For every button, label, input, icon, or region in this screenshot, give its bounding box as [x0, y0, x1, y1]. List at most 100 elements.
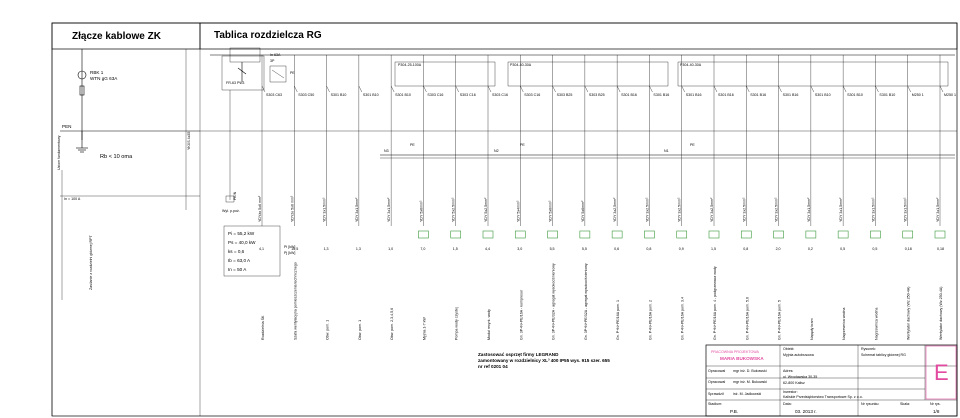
- circuit-desc-3: Obw. pom. 1: [326, 320, 330, 340]
- breaker-symbol-22: [939, 85, 944, 93]
- breaker-symbol-9: [520, 85, 524, 93]
- power-value-2: 16,5: [291, 247, 298, 251]
- circuit-desc-12: Gn. P+N+PE/16A pom. 1: [616, 300, 620, 340]
- breaker-symbol-17: [778, 85, 782, 93]
- power-value-10: 5,5: [550, 247, 555, 251]
- main-switch-rating: 3P: [270, 59, 275, 63]
- phase-indicator-19: [837, 230, 849, 239]
- sheet-letter: E: [934, 360, 949, 385]
- pj-row-label: Pj [kW]: [284, 251, 295, 255]
- breaker-symbol-4: [358, 85, 363, 93]
- circuit-desc-13: Gn. P+N+PE/16A pom. 2: [648, 300, 652, 340]
- phase-indicator-14: [676, 230, 688, 239]
- breaker-label-9: S303 C16: [524, 93, 540, 97]
- power-value-22: 0,18: [937, 247, 944, 251]
- rcd-group-3: P304-40-30A: [677, 61, 949, 87]
- earth-symbol: [76, 131, 88, 153]
- circuit-desc-14: Gn. P+N+PE/16A pom. 3,4: [681, 297, 685, 340]
- phase-indicator-13: [644, 230, 655, 239]
- power-value-5: 1,0: [388, 247, 393, 251]
- circuit-desc-15: Gn. P+N+PE/16A pom. 4 - podgrzewacz wody: [713, 266, 717, 340]
- breaker-label-20: S301 B10: [879, 93, 895, 97]
- phase-indicator-11: [579, 230, 591, 239]
- breaker-label-17: S301 B16: [783, 93, 799, 97]
- sheet-no-label: Nr rys.: [930, 402, 941, 406]
- switch-model: FR-63 P\b3: [226, 81, 244, 85]
- investor-label: Inwestor:: [783, 390, 798, 394]
- cable-type-22: YDY 3x1,5mm²: [936, 197, 940, 222]
- breaker-label-14: S301 B16: [686, 93, 702, 97]
- protective-label: PE/N: [233, 191, 237, 200]
- breaker-label-3: S301 B10: [331, 93, 347, 97]
- breaker-label-8: S303 C16: [492, 93, 508, 97]
- circuit-desc-8: Moduł recyrk. wody: [487, 309, 491, 340]
- rg-title: Tablica rozdzielcza RG: [214, 30, 322, 41]
- circuit-desc-10: Gn. 3P+N+PE/32A - agregat wysokociśnieni…: [552, 263, 556, 340]
- drawing-label: Rysunek:: [861, 347, 876, 351]
- phase-indicator-22: [934, 230, 946, 239]
- power-value-20: 0,5: [872, 247, 877, 251]
- breaker-label-11: S303 B25: [589, 93, 605, 97]
- breaker-symbol-7: [455, 85, 459, 93]
- power-value-18: 0,2: [808, 247, 813, 251]
- power-value-17: 2,0: [776, 247, 781, 251]
- circuit-desc-17: Gn. P+N+PE/16A pom. 5: [778, 300, 782, 340]
- breaker-symbol-3: [326, 85, 330, 93]
- address-label: Adres:: [783, 369, 793, 373]
- cable-type-7: YDY 5x2,5mm²: [452, 197, 456, 222]
- drawing-value: Schemat tablicy głównej RG: [861, 353, 906, 357]
- power-value-6: 7,0: [420, 247, 425, 251]
- phase-indicator-7: [450, 230, 462, 239]
- phase-indicator-15: [708, 230, 720, 239]
- address-line-2: 62-800 Kalisz: [783, 381, 805, 385]
- main-switch-block: In 63A 3P FR-63 P\b3: [221, 47, 281, 91]
- circuit-desc-5: Obw. pom. 2,3,4,5,6: [390, 308, 394, 340]
- circuit-desc-20: Nagrzewnica wodna: [874, 308, 878, 340]
- sheet-no-value: 1/8: [933, 409, 940, 414]
- cable-type-1: YDYżo 5x6 mm²: [258, 195, 262, 222]
- breaker-symbol-15: [713, 85, 718, 93]
- cable-type-19: YDY 3x1,5mm²: [839, 197, 843, 222]
- pi-row-label: Pi [kW]: [284, 245, 295, 249]
- checker-label: Opracował: [708, 380, 725, 384]
- cable-type-2: YDYżo 5x6 mm²: [290, 195, 294, 222]
- cable-type-14: YDY 3x2,5mm²: [678, 197, 682, 222]
- power-value-16: 0,8: [743, 247, 748, 251]
- fire-switch-label: Wył. p.poż.: [222, 209, 240, 213]
- breaker-symbol-14: [681, 85, 685, 93]
- phase-indicator-16: [740, 230, 752, 239]
- earth-resistance: Rb < 10 oma: [100, 154, 133, 160]
- breaker-label-10: S303 B25: [557, 93, 573, 97]
- circuit-desc-7: Pompa wody czystej: [455, 307, 459, 340]
- pe-label-3: PE: [690, 143, 695, 147]
- circuit-desc-6: Myjnia 1-7 kW: [422, 317, 426, 340]
- cable-type-17: YDY 3x2,5mm²: [775, 197, 779, 222]
- breaker-symbol-16: [746, 85, 750, 93]
- designer-value: mgr inż. D. Bukowski: [733, 369, 767, 373]
- circuit-desc-9: Gn. 3P+N+PE/16A - kompresor: [519, 289, 523, 340]
- cable-type-12: YDY 3x2,5mm²: [613, 197, 617, 222]
- power-value-11: 5,5: [582, 247, 587, 251]
- cable-type-11: YDY 5x6mm²: [581, 200, 585, 222]
- breaker-symbol-10: [552, 85, 556, 93]
- power-summary: Pi = 55,2 kW Ps = 40,0 kW ks = 0,6 Ib = …: [223, 225, 281, 277]
- cable-type-3: YDY 3x1,5mm²: [323, 197, 327, 222]
- fire-switch: Wył. p.poż. PE/N: [222, 90, 240, 213]
- cable-type-10: YDY 5x6mm²: [549, 200, 553, 222]
- zk-meter-block: RBK 1 WTN gG 63A: [77, 49, 118, 140]
- breaker-symbol-21: [907, 85, 911, 93]
- rg-header: [199, 22, 958, 50]
- summary-ps: Ps = 40,0 kW: [228, 240, 256, 245]
- power-value-13: 0,8: [646, 247, 651, 251]
- assistant-value: inż. M. Jadkowski: [733, 392, 761, 396]
- breaker-label-5: S301 B10: [395, 93, 411, 97]
- phase-indicator-9: [514, 230, 526, 239]
- power-value-1: 4,1: [259, 247, 264, 251]
- stage-value: P.B.: [730, 409, 738, 414]
- rcd2-label: P304-40-30A: [510, 63, 532, 67]
- power-value-15: 1,5: [711, 247, 716, 251]
- checker-value: mgr inż. M. Bukowski: [733, 380, 767, 384]
- spd-pe-label: PE: [290, 71, 295, 75]
- phase-indicator-6: [418, 230, 429, 239]
- breaker-label-22: M250 1: [944, 93, 956, 97]
